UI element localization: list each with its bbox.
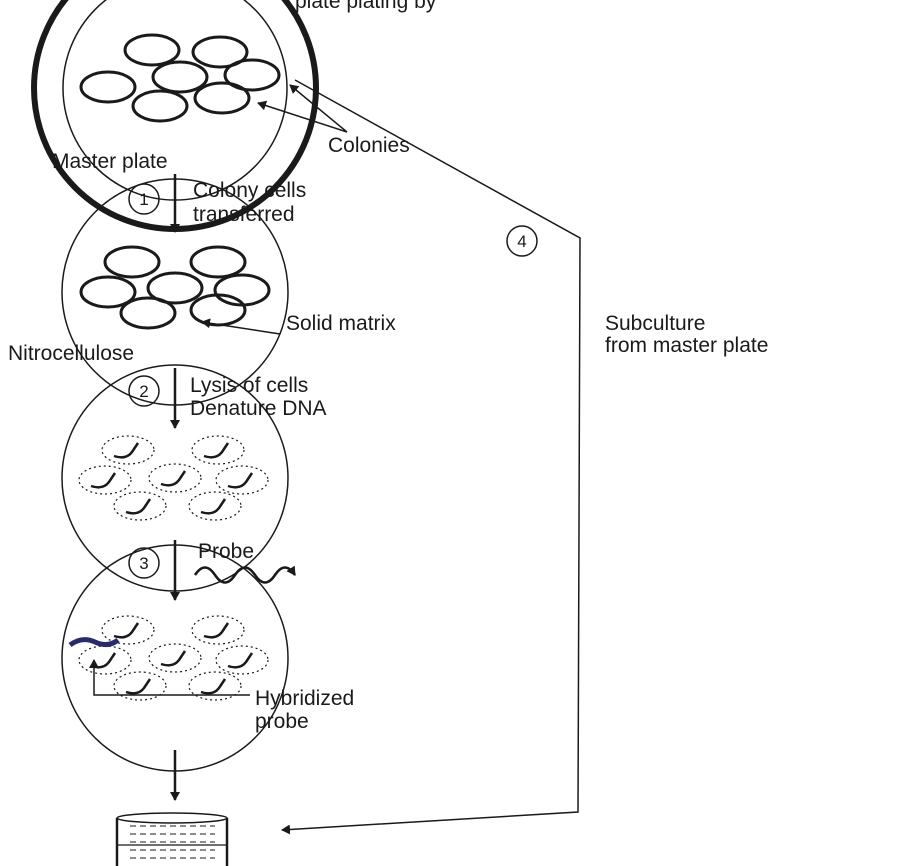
dotted-spot (215, 465, 269, 495)
subculture-path (281, 79, 581, 835)
step1-label: Colony cells transferred (193, 179, 312, 226)
dna-squiggle (125, 498, 152, 515)
dna-squiggle (200, 678, 227, 695)
dna-squiggle (90, 472, 117, 489)
step1-line-1: Colony cells (193, 179, 306, 202)
step2-label: Lysis of cells Denature DNA (190, 374, 327, 420)
dna-squiggle (227, 652, 254, 669)
step4-number: 4 (517, 232, 526, 251)
dotted-spot (101, 615, 155, 645)
dotted-spot (113, 671, 167, 701)
tube-liquid (130, 825, 215, 859)
subculture-label: Subculture from master plate (605, 312, 768, 357)
step2-line-1: Lysis of cells (190, 374, 308, 397)
hybridized-probe-mark (68, 637, 120, 648)
step4-circle (506, 225, 538, 257)
hybridized-line-2: probe (255, 710, 309, 733)
hybridized-probe-pointer (89, 659, 250, 696)
dotted-spot (215, 645, 269, 675)
hybridized-line-1: Hybridized (255, 687, 354, 710)
subculture-line-2: from master plate (605, 334, 768, 357)
hybridization-spots (78, 615, 269, 701)
dotted-spot (113, 491, 167, 521)
top-partial-text: plate plating by (295, 0, 437, 13)
nitrocellulose-colonies (79, 245, 271, 330)
solid-matrix-label: Solid matrix (286, 312, 396, 335)
dotted-spot (148, 643, 202, 673)
colonies-pointers (257, 84, 348, 133)
dotted-spot (78, 645, 132, 675)
dotted-spot (78, 465, 132, 495)
step3-number: 3 (139, 554, 148, 573)
dna-squiggle (160, 650, 187, 667)
dotted-spot (188, 671, 242, 701)
dna-squiggle (200, 498, 227, 515)
step1-number: 1 (139, 190, 148, 209)
nitrocellulose-label: Nitrocellulose (8, 342, 134, 365)
step3-circle (128, 547, 160, 579)
dna-squiggle (203, 622, 230, 639)
colonies-label: Colonies (328, 134, 410, 157)
dna-squiggle (113, 442, 140, 459)
step1-line-2: transferred (193, 203, 295, 226)
hybridized-probe-label: Hybridized probe (255, 687, 360, 733)
step2-line-2: Denature DNA (190, 397, 327, 420)
subculture-line-1: Subculture (605, 312, 705, 335)
master-plate-label: Master plate (52, 150, 168, 173)
culture-tube (115, 812, 229, 866)
dotted-spot (191, 435, 245, 465)
probe-label: Probe (198, 540, 254, 563)
dna-squiggle (227, 472, 254, 489)
dotted-spot (101, 435, 155, 465)
dotted-spot (188, 491, 242, 521)
master-plate-colonies (79, 33, 281, 123)
dna-squiggle (113, 622, 140, 639)
dotted-spot (148, 463, 202, 493)
dna-squiggle (160, 470, 187, 487)
step2-circle (128, 375, 160, 407)
dotted-spot (191, 615, 245, 645)
dna-squiggle (125, 678, 152, 695)
denatured-dna-spots (78, 435, 269, 521)
dna-squiggle (203, 442, 230, 459)
step2-number: 2 (139, 382, 148, 401)
probe-squiggle (193, 565, 297, 584)
solid-matrix-pointer (201, 318, 281, 335)
